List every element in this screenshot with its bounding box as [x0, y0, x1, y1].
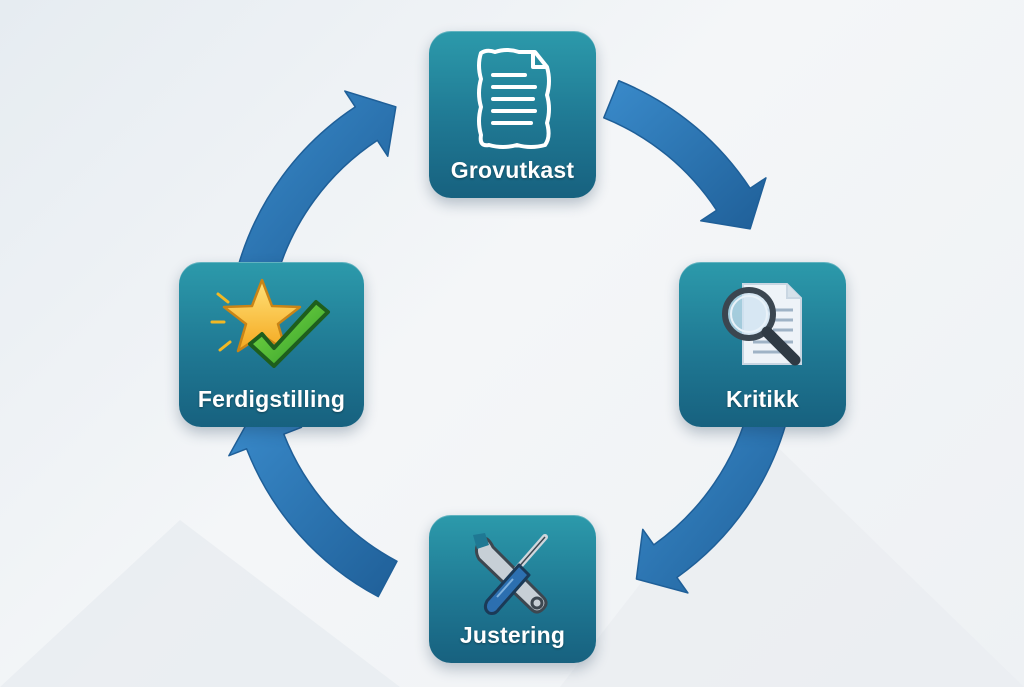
stage-justering: Justering	[429, 515, 596, 663]
magnifier-document-icon	[713, 276, 813, 377]
arrow-ferdigstilling-to-grovutkast	[237, 90, 397, 279]
stage-label: Kritikk	[726, 386, 799, 412]
arrow-grovutkast-to-kritikk	[603, 80, 767, 230]
stage-label: Ferdigstilling	[197, 386, 346, 412]
stage-label: Justering	[459, 622, 566, 648]
stage-kritikk: Kritikk	[679, 262, 846, 427]
star-checkmark-icon	[210, 276, 334, 373]
wrench-screwdriver-icon	[467, 529, 559, 622]
stage-label: Grovutkast	[450, 157, 575, 183]
arrow-justering-to-ferdigstilling	[228, 408, 398, 598]
arrow-kritikk-to-justering	[635, 403, 790, 594]
stage-ferdigstilling: Ferdigstilling	[179, 262, 364, 427]
draft-document-icon	[473, 47, 553, 156]
stage-grovutkast: Grovutkast	[429, 31, 596, 198]
cycle-arrows	[228, 80, 790, 598]
